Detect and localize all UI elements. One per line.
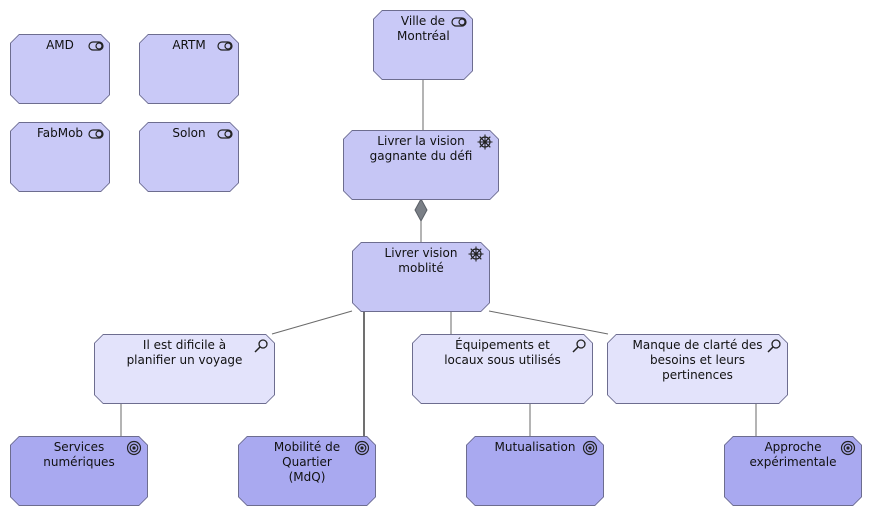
target-icon: [582, 440, 598, 456]
stakeholder-amd[interactable]: AMD: [10, 34, 110, 104]
assessment-label: Manque de clarté des besoins et leurs pe…: [632, 338, 763, 382]
outcome-services[interactable]: Services numériques: [10, 436, 148, 506]
goal-wheel-icon: [468, 246, 484, 262]
stakeholder-artm[interactable]: ARTM: [139, 34, 239, 104]
target-icon: [354, 440, 370, 456]
assessment-clarte[interactable]: Manque de clarté des besoins et leurs pe…: [607, 334, 788, 404]
stakeholder-label: FabMob: [36, 126, 84, 140]
stakeholder-solon[interactable]: Solon: [139, 122, 239, 192]
actor-toggle-icon: [451, 14, 467, 30]
outcome-label: Services numériques: [43, 440, 115, 469]
stakeholder-fabmob[interactable]: FabMob: [10, 122, 110, 192]
assessment-planifier[interactable]: Il est dificile à planifier un voyage: [94, 334, 275, 404]
stakeholder-label: Solon: [172, 126, 206, 140]
stakeholder-label: Ville de Montréal: [397, 14, 450, 43]
actor-toggle-icon: [217, 38, 233, 54]
goal-vision-defi[interactable]: Livrer la vision gagnante du défi: [343, 130, 499, 200]
composition-diamond: [414, 197, 428, 223]
magnifier-icon: [253, 338, 269, 354]
stakeholder-label: AMD: [46, 38, 74, 52]
actor-toggle-icon: [217, 126, 233, 142]
target-icon: [126, 440, 142, 456]
outcome-approche[interactable]: Approche expérimentale: [724, 436, 862, 506]
connector-mobilite-to-planifier: [271, 310, 353, 335]
actor-toggle-icon: [88, 38, 104, 54]
stakeholder-label: ARTM: [172, 38, 206, 52]
outcome-mdq[interactable]: Mobilité de Quartier (MdQ): [238, 436, 376, 506]
actor-toggle-icon: [88, 126, 104, 142]
connector-mobilite-to-clarte: [488, 310, 609, 335]
outcome-label: Approche expérimentale: [749, 440, 837, 469]
assessment-label: Il est dificile à planifier un voyage: [126, 338, 243, 367]
magnifier-icon: [766, 338, 782, 354]
stakeholder-ville[interactable]: Ville de Montréal: [373, 10, 473, 80]
outcome-mutualisation[interactable]: Mutualisation: [466, 436, 604, 506]
goal-wheel-icon: [477, 134, 493, 150]
goal-label: Livrer la vision gagnante du défi: [369, 134, 473, 163]
outcome-label: Mobilité de Quartier (MdQ): [273, 440, 341, 484]
outcome-label: Mutualisation: [494, 440, 576, 454]
target-icon: [840, 440, 856, 456]
assessment-equipements[interactable]: Équipements et locaux sous utilisés: [412, 334, 593, 404]
magnifier-icon: [571, 338, 587, 354]
goal-vision-mobilite[interactable]: Livrer vision moblité: [352, 242, 490, 312]
goal-label: Livrer vision moblité: [384, 246, 458, 275]
assessment-label: Équipements et locaux sous utilisés: [444, 338, 561, 367]
